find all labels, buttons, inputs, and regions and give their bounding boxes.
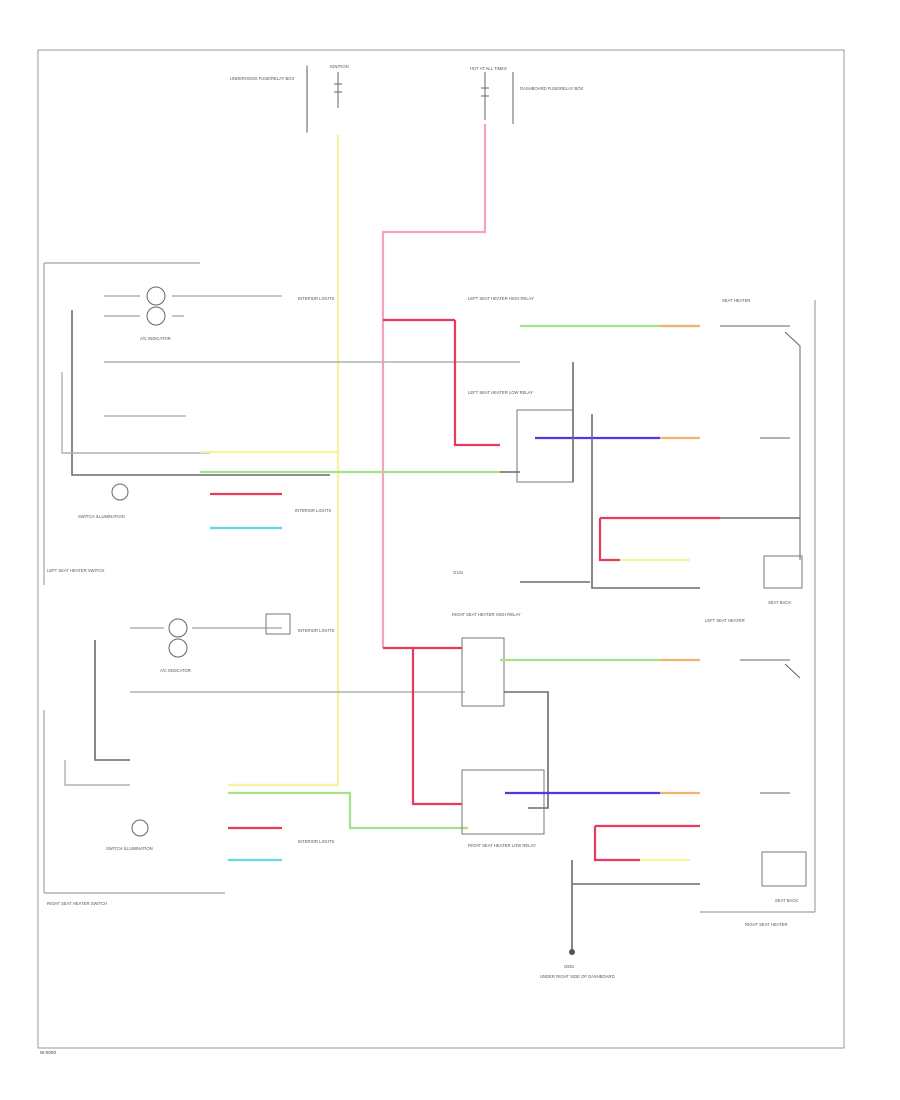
left-indicator-wire [104,295,282,317]
left-switch-illumination-bulb-icon [111,483,129,501]
right-seat-cushion-red [593,824,700,862]
right-ac-indicator-bulb-icon [168,618,188,638]
right-switch-green [228,791,468,830]
right-relay-high-return [504,691,549,809]
left-interior-lights-label: INTERIOR LIGHTS [298,296,335,301]
hot-label: HOT AT ALL TIMES [470,66,507,71]
bottom-ground-label: G501 [564,964,575,969]
ground-point-icon [569,949,575,955]
right-switch-bus [94,640,130,761]
hot-note: DASHBOARD FUSE/RELAY BOX [520,86,584,91]
left-illum-interior-label: INTERIOR LIGHTS [295,508,332,513]
ignition-note: UNDERHOOD FUSE/RELAY BOX [230,76,295,81]
left-seat-back-label: SEAT BACK [768,600,791,605]
right-seat-back-box [761,851,807,887]
battery-feed-wire [381,124,487,648]
right-ac-indicator-led-icon [168,638,188,658]
right-relay-low-box [461,769,545,835]
right-relay-high-label: RIGHT SEAT HEATER HIGH RELAY [452,612,521,617]
right-switch-illumination-label: SWITCH ILLUMINATION [106,846,153,851]
diagram-frame [37,49,845,1049]
right-seat-back-label: SEAT BACK [775,898,798,903]
right-switch-illumination-bulb-icon [131,819,149,837]
left-seat-back-box [763,555,803,589]
left-ground-label: G101 [453,570,464,575]
left-ac-indicator-label: A/C INDICATOR [140,336,171,341]
left-switch-inner [61,372,210,454]
left-seat-cushion-red [598,516,720,562]
left-section-title: LEFT SEAT HEATER SWITCH [47,568,104,573]
right-passenger-heater-label: RIGHT SEAT HEATER [745,922,788,927]
left-switch-bus [71,310,330,476]
right-illum-interior-label: INTERIOR LIGHTS [298,839,335,844]
page-id: W-0000 [40,1050,56,1055]
right-seat-heater-label: LEFT SEAT HEATER [705,618,745,623]
left-relay-low-return [572,362,700,589]
right-switch-inner [64,760,130,786]
hot-fuse-symbol [481,72,514,124]
left-seat-heater-label: SEAT HEATER [722,298,750,303]
right-section-title: RIGHT SEAT HEATER SWITCH [47,901,107,906]
ignition-label: IGNITION [330,64,349,69]
left-relay-low-box [516,409,574,483]
right-relay-feed-red [383,646,462,806]
right-ac-indicator-label: A/C INDICATOR [160,668,191,673]
left-ac-indicator-bulb-icon [146,286,166,306]
right-interior-lights-label: INTERIOR LIGHTS [298,628,335,633]
left-relay-high-label: LEFT SEAT HEATER HIGH RELAY [468,296,534,301]
right-relay-low-label: RIGHT SEAT HEATER LOW RELAY [468,843,536,848]
ignition-fuse-symbol [306,68,342,132]
left-relay-feed-red [383,318,500,447]
right-heater-switch-contact [740,659,801,679]
left-ac-indicator-led-icon [146,306,166,326]
ignition-feed-wire [228,135,340,787]
left-heater-switch-contact [720,325,801,560]
left-switch-illumination-label: SWITCH ILLUMINATION [78,514,125,519]
right-relay-high-box [461,637,505,707]
bottom-ground-note: UNDER RIGHT SIDE OF DASHBOARD [540,974,615,979]
left-relay-low-label: LEFT SEAT HEATER LOW RELAY [468,390,533,395]
right-interior-lights-box [265,613,291,635]
